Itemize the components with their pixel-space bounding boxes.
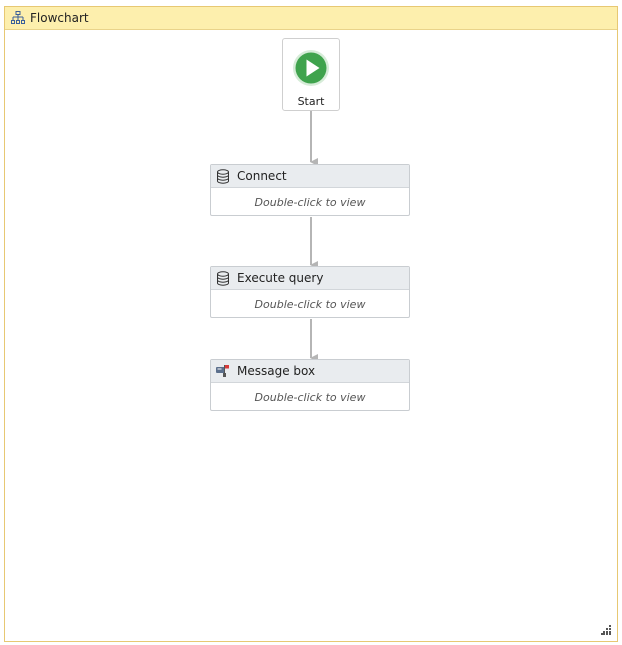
start-label: Start [297,95,325,108]
activity-title: Message box [237,364,316,378]
start-node[interactable]: Start [282,38,340,111]
flowchart-title: Flowchart [30,11,89,25]
flowchart-titlebar[interactable]: Flowchart [5,7,617,30]
database-icon [215,168,231,184]
activity-hint: Double-click to view [254,297,366,311]
activity-execute-query[interactable]: Execute query Double-click to view [210,266,410,318]
activity-connect[interactable]: Connect Double-click to view [210,164,410,216]
activity-message-box[interactable]: Message box Double-click to view [210,359,410,411]
flowchart-container: Flowchart Start [4,6,618,642]
activity-header: Execute query [211,267,409,290]
activity-hint: Double-click to view [254,390,366,404]
activity-header: Connect [211,165,409,188]
database-icon [215,270,231,286]
activity-header: Message box [211,360,409,383]
resize-grip-icon[interactable] [601,625,611,635]
message-box-icon [215,363,231,379]
connector-layer [310,111,318,362]
activity-hint: Double-click to view [254,195,366,209]
activity-title: Execute query [237,271,324,285]
play-icon [293,50,329,86]
flowchart-icon [10,11,25,26]
activity-title: Connect [237,169,287,183]
